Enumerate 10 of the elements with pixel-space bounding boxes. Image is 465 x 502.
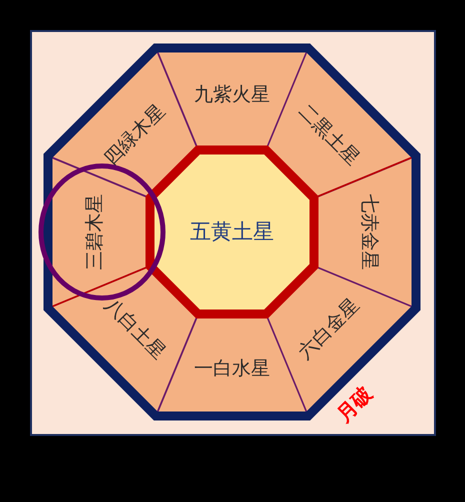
star-name: 三碧木星: [86, 194, 104, 270]
star-name: 四緑木星: [102, 102, 169, 169]
star-name: 九紫火星: [194, 86, 270, 104]
star-name: 八白土星: [102, 295, 169, 362]
star-name: 七赤金星: [360, 194, 378, 270]
annotation-label: 月破: [332, 382, 376, 426]
star-name: 六白金星: [295, 295, 362, 362]
star-name: 一白水星: [194, 360, 270, 378]
star-name: 二黒土星: [295, 102, 362, 169]
star-name: 五黄土星: [190, 222, 274, 242]
